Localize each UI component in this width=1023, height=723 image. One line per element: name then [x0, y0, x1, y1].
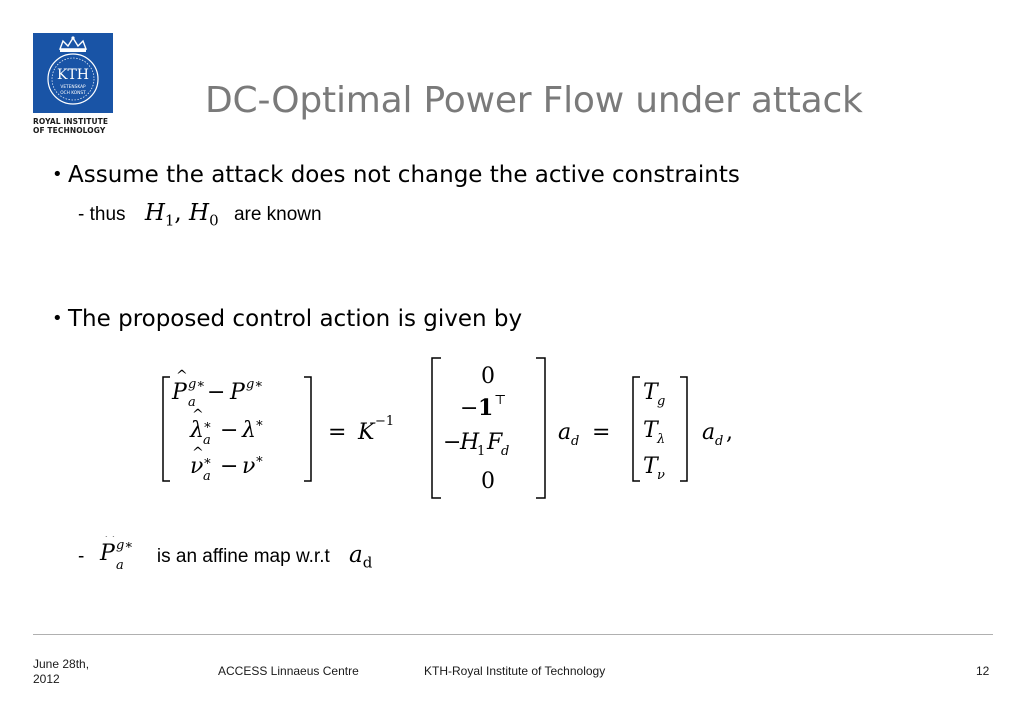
svg-text:OCH KONST: OCH KONST: [60, 90, 86, 96]
svg-text:^: ^: [176, 368, 188, 384]
svg-text:^: ^: [192, 407, 204, 423]
math-h1-h0: H1, H0: [144, 200, 219, 230]
svg-text:H: H: [459, 430, 480, 455]
svg-text:0: 0: [481, 364, 495, 389]
svg-text:a: a: [558, 420, 571, 445]
svg-text:−: −: [460, 396, 478, 421]
slide-title: DC-Optimal Power Flow under attack: [205, 80, 863, 121]
svg-text:K: K: [357, 420, 376, 445]
svg-text:d: d: [715, 434, 723, 449]
svg-text:∗: ∗: [203, 418, 212, 433]
bullet-dot-icon: •: [52, 164, 63, 185]
svg-text:−: −: [207, 380, 225, 405]
svg-text:1: 1: [478, 395, 493, 421]
svg-text:a: a: [188, 395, 196, 410]
svg-text:ν: ν: [190, 454, 203, 479]
math-p-hat-g-star: P ^ g∗ a: [99, 531, 133, 573]
sub-prefix: - thus: [78, 204, 126, 225]
svg-text:g∗: g∗: [188, 377, 205, 392]
svg-text:a: a: [203, 433, 211, 448]
sub-suffix: is an affine map w.r.t: [156, 546, 330, 567]
svg-text:=: =: [592, 420, 610, 445]
kth-logo: KTH VETENSKAP OCH KONST ROYAL INSTITUTE …: [33, 33, 113, 135]
svg-text:λ: λ: [189, 418, 204, 443]
svg-text:d: d: [501, 444, 509, 459]
bullet-control-action: •The proposed control action is given by: [52, 306, 522, 332]
svg-text:d: d: [571, 434, 579, 449]
footer-page-number: 12: [976, 664, 990, 678]
svg-text:=: =: [328, 420, 346, 445]
svg-text:,: ,: [726, 420, 733, 445]
svg-text:g∗: g∗: [246, 377, 263, 392]
svg-text:−: −: [220, 418, 238, 443]
svg-text:P: P: [171, 380, 188, 405]
svg-text:VETENSKAP: VETENSKAP: [60, 84, 86, 90]
svg-text:P: P: [99, 541, 116, 566]
sub-bullet-affine-map: - P ^ g∗ a is an affine map w.r.t ad: [78, 531, 373, 576]
svg-text:∗: ∗: [255, 416, 264, 431]
sub-bullet-known-matrices: - thus H1, H0 are known: [78, 200, 322, 230]
svg-text:λ: λ: [656, 432, 665, 447]
svg-text:λ: λ: [241, 418, 256, 443]
kth-logo-emblem: KTH VETENSKAP OCH KONST: [33, 33, 113, 113]
bullet-text: The proposed control action is given by: [68, 306, 523, 332]
svg-text:⊤: ⊤: [494, 393, 506, 408]
svg-text:T: T: [643, 380, 660, 405]
svg-text:F: F: [486, 430, 503, 455]
crown-emblem-icon: KTH VETENSKAP OCH KONST: [47, 36, 99, 105]
svg-text:g∗: g∗: [116, 538, 133, 553]
svg-text:−: −: [220, 454, 238, 479]
footer-centre: ACCESS Linnaeus Centre: [218, 664, 359, 678]
svg-text:a: a: [116, 558, 124, 573]
svg-text:ν: ν: [242, 454, 255, 479]
svg-text:ν: ν: [657, 468, 665, 483]
footer-institution: KTH-Royal Institute of Technology: [424, 664, 606, 678]
svg-text:KTH: KTH: [57, 67, 89, 83]
svg-text:−: −: [443, 430, 461, 455]
svg-text:−1: −1: [375, 414, 394, 429]
control-action-equation: P ^ g∗ a − P g∗ λ ^ ∗ a − λ ∗ ν ^ ∗ a − …: [160, 355, 760, 505]
sub-suffix: are known: [233, 204, 322, 225]
svg-text:^: ^: [104, 536, 116, 547]
footer-date: June 28th, 2012: [33, 657, 90, 686]
svg-text:T: T: [643, 454, 660, 479]
svg-text:1: 1: [477, 444, 485, 459]
math-a-d: ad: [349, 542, 373, 572]
svg-text:a: a: [203, 469, 211, 484]
bullet-dot-icon: •: [52, 308, 63, 329]
svg-text:0: 0: [481, 469, 495, 494]
svg-text:a: a: [702, 420, 715, 445]
svg-text:T: T: [643, 418, 660, 443]
svg-text:∗: ∗: [203, 454, 212, 469]
sub-prefix: -: [78, 546, 85, 567]
footer-divider: [33, 634, 993, 635]
bullet-assume-attack: •Assume the attack does not change the a…: [52, 162, 740, 188]
svg-text:P: P: [229, 380, 246, 405]
svg-text:^: ^: [192, 445, 204, 461]
svg-text:∗: ∗: [255, 452, 264, 467]
svg-text:g: g: [657, 394, 665, 409]
bullet-text: Assume the attack does not change the ac…: [68, 162, 740, 188]
logo-caption: ROYAL INSTITUTE OF TECHNOLOGY: [33, 117, 109, 135]
